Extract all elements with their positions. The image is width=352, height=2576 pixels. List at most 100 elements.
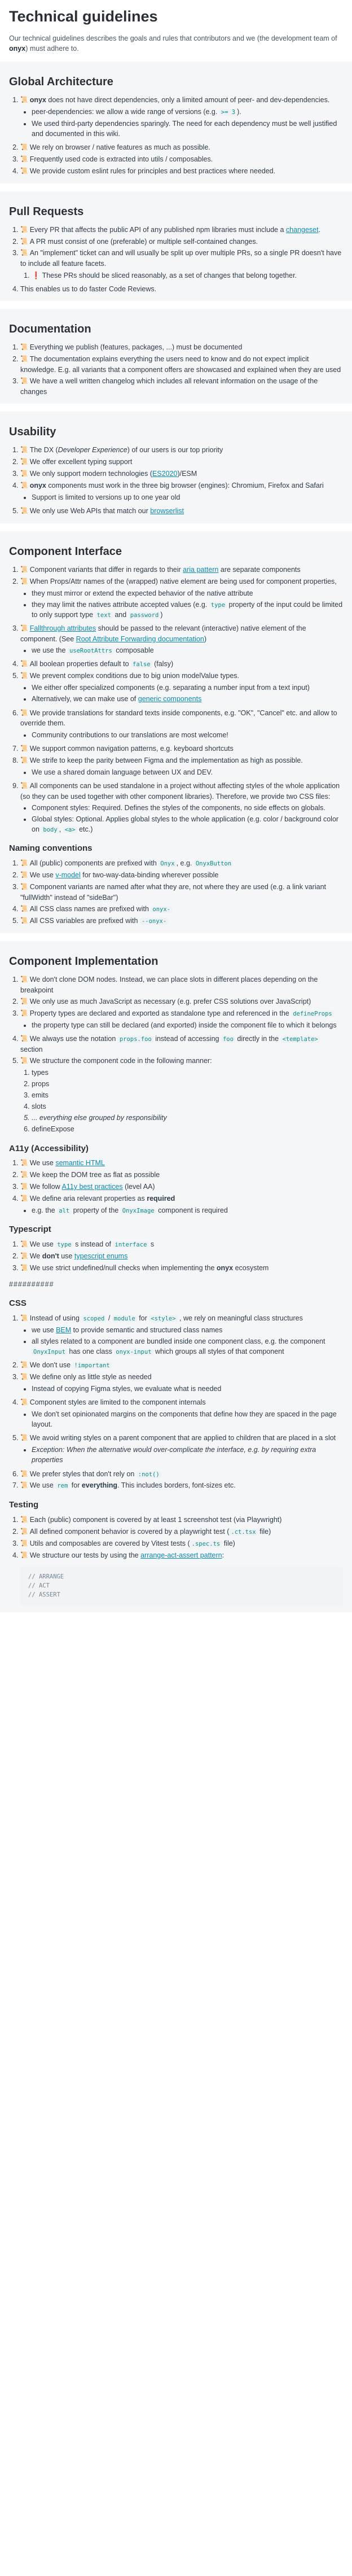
sub-list-item: they must mirror or extend the expected … (32, 588, 343, 598)
scroll-badge-icon: 📜 (20, 1253, 28, 1260)
scroll-badge-icon: 📜 (20, 1516, 28, 1524)
section-title: Component Interface (9, 545, 122, 558)
inline-code: false (131, 661, 152, 668)
scroll-badge-icon: 📜 (20, 97, 28, 104)
list-item-text: composable (113, 646, 154, 655)
inline-code: type (55, 1241, 73, 1249)
list-item-text: We use strict undefined/null checks when… (29, 1263, 217, 1272)
list-item-text: section (20, 1045, 43, 1053)
list-item-text: We (29, 1252, 42, 1261)
scroll-badge-icon: 📜 (20, 1264, 28, 1271)
inline-code: :not() (136, 1471, 161, 1478)
browserlist-link[interactable]: browserlist (150, 506, 184, 515)
list-item-text: We define aria relevant properties as (29, 1195, 147, 1203)
sub-list: We use a shared domain language between … (20, 767, 343, 777)
list-item-text: We define only as little style as needed (29, 1373, 152, 1381)
list-item-text: property of the input could be limited t… (32, 600, 343, 619)
sub-list: we use BEM to provide semantic and struc… (20, 1325, 343, 1357)
list-item: 📜We prevent complex conditions due to bi… (20, 671, 343, 704)
semantic-html-link[interactable]: semantic HTML (55, 1159, 105, 1167)
intro-paragraph: Our technical guidelines describes the g… (9, 33, 343, 54)
list-item-text: / (106, 1314, 112, 1322)
list-item: 📜We avoid writing styles on a parent com… (20, 1433, 343, 1465)
sub-list: ❗These PRs should be sliced reasonably, … (20, 270, 343, 281)
bem-link[interactable]: BEM (56, 1326, 72, 1334)
scroll-badge-icon: 📜 (20, 470, 28, 477)
scroll-badge-icon: 📜 (20, 1482, 28, 1489)
list-item: 📜We offer excellent typing support (20, 457, 343, 467)
list-item-text: peer-dependencies: we allow a wide range… (32, 108, 219, 116)
list-item-text: s instead of (73, 1240, 113, 1249)
section-title: Global Architecture (9, 76, 113, 89)
sub-list: we use the useRootAttrs composable (20, 645, 343, 655)
sub-list-item: Exception: When the alternative would ov… (32, 1445, 343, 1465)
list-item: This enables us to do faster Code Review… (20, 284, 343, 294)
typescript-enums-link[interactable]: typescript enums (74, 1252, 128, 1261)
inline-code: type (209, 601, 227, 609)
sub-list-item: We either offer specialized components (… (32, 683, 343, 693)
list-item-text: , e.g. (176, 859, 194, 867)
scroll-badge-icon: 📜 (20, 1374, 28, 1381)
inline-code: defineProps (291, 1010, 334, 1017)
scroll-badge-icon: 📜 (20, 1399, 28, 1406)
code-block: // ARRANGE // ACT // ASSERT (20, 1566, 343, 1606)
list-item-text: All boolean properties default to (29, 660, 131, 668)
es2020-link[interactable]: ES2020 (152, 469, 178, 478)
section-global-architecture: Global Architecture 📜onyx does not have … (0, 62, 352, 183)
fallthrough-attributes-link[interactable]: Fallthrough attributes (29, 624, 96, 633)
scroll-badge-icon: 📜 (20, 709, 28, 716)
css-list: 📜Instead of using scoped / module for <s… (9, 1313, 343, 1492)
root-attribute-forwarding-link[interactable]: Root Attribute Forwarding documentation (76, 635, 204, 644)
scroll-badge-icon: 📜 (20, 672, 28, 680)
generic-components-link[interactable]: generic components (138, 695, 202, 703)
inline-code: OnyxButton (193, 860, 234, 867)
inline-code: alt (57, 1208, 72, 1215)
list-item-text: We always use the notation (29, 1034, 118, 1043)
list-item: 📜We structure our tests by using the arr… (20, 1550, 343, 1606)
section-title: Pull Requests (9, 205, 84, 218)
list-item-text: We support common navigation patterns, e… (29, 744, 234, 753)
list-item-text: The documentation explains everything th… (20, 355, 341, 374)
list-item-text: ecosystem (233, 1263, 269, 1272)
intro-text-end: ) must adhere to. (25, 45, 79, 53)
exclamation-icon: ❗ (32, 271, 41, 279)
list-item: 📜We don't use typescript enums (20, 1251, 343, 1262)
section-title: CSS (9, 1298, 27, 1309)
v-model-link[interactable]: v-model (55, 871, 81, 879)
changeset-link[interactable]: changeset (285, 225, 319, 234)
sub-list-item: they may limit the natives attribute acc… (32, 600, 343, 620)
list-item-text: directly in the (235, 1034, 281, 1043)
arrange-act-assert-link[interactable]: arrange-act-assert pattern (140, 1551, 222, 1559)
list-item-text: These PRs should be sliced reasonably, a… (42, 271, 297, 279)
list-item-text: (level AA) (122, 1183, 155, 1191)
list-item: 📜We structure the component code in the … (20, 1056, 343, 1135)
bold-text: onyx (29, 481, 46, 489)
scroll-badge-icon: 📜 (20, 1314, 28, 1322)
list-item-text: All CSS class names are prefixed with (29, 904, 151, 913)
sub-list-item: Community contributions to our translati… (32, 730, 343, 740)
separator-text: ########## (9, 1280, 54, 1288)
scroll-badge-icon: 📜 (20, 871, 28, 878)
list-item-text: ) of our users is our top priority (127, 445, 223, 454)
inline-code: .spec.ts (190, 1541, 222, 1548)
sub-list: the property type can still be declared … (20, 1020, 343, 1030)
sub-list-item: types (32, 1068, 343, 1078)
list-item-text: We only support modern technologies ( (29, 469, 152, 478)
list-item-text: All defined component behavior is covere… (29, 1528, 230, 1536)
bold-text: don't (42, 1252, 59, 1261)
bold-text: required (147, 1195, 175, 1203)
list-item: 📜We always use the notation props.foo in… (20, 1034, 343, 1055)
list-item-text: Component variants are named after what … (20, 882, 326, 902)
a11y-best-practices-link[interactable]: A11y best practices (61, 1183, 123, 1191)
list-item: 📜All CSS class names are prefixed with o… (20, 904, 343, 915)
inline-code: <a> (63, 826, 77, 834)
inline-code: Onyx (159, 860, 177, 867)
sub-list-item: we use BEM to provide semantic and struc… (32, 1325, 343, 1335)
list-item-text: We prefer styles that don't rely on (29, 1469, 137, 1478)
list-item: 📜We define aria relevant properties as r… (20, 1193, 343, 1215)
sub-list-item: emits (32, 1090, 343, 1100)
scroll-badge-icon: 📜 (20, 1540, 28, 1547)
list-item-text: All components can be used standalone in… (20, 781, 340, 801)
sub-list-item: peer-dependencies: we allow a wide range… (32, 107, 343, 117)
aria-pattern-link[interactable]: aria pattern (183, 565, 219, 574)
